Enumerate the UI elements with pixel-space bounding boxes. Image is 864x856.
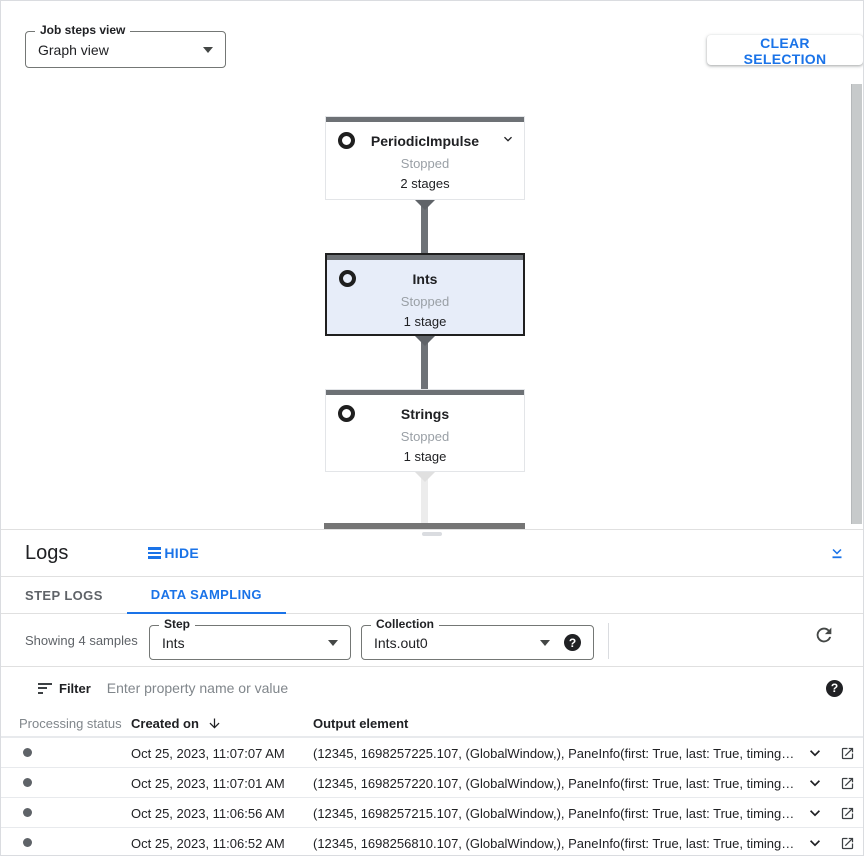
chevron-down-icon [328, 639, 338, 646]
node-title: PeriodicImpulse [370, 133, 480, 149]
open-in-new-icon[interactable] [837, 803, 857, 823]
table-row: Oct 25, 2023, 11:06:52 AM (12345, 169825… [1, 827, 863, 855]
step-select-label: Step [159, 617, 196, 631]
job-steps-view-value: Graph view [38, 41, 109, 58]
output-element-cell: (12345, 1698256810.107, (GlobalWindow,),… [313, 836, 795, 851]
record-icon [338, 405, 355, 422]
expand-row-icon[interactable] [803, 771, 827, 795]
graph-scrollbar[interactable] [851, 84, 862, 524]
expand-row-icon[interactable] [803, 741, 827, 765]
processing-status-dot-icon [23, 808, 32, 817]
chevron-down-icon[interactable] [500, 131, 516, 152]
node-title: Strings [400, 406, 450, 422]
table-row: Oct 25, 2023, 11:07:01 AM (12345, 169825… [1, 767, 863, 797]
panel-drag-handle[interactable] [422, 532, 442, 536]
showing-samples-text: Showing 4 samples [25, 633, 138, 648]
graph-node-ints[interactable]: Ints Stopped 1 stage [325, 253, 525, 336]
node-topbar [327, 255, 523, 260]
output-element-cell: (12345, 1698257220.107, (GlobalWindow,),… [313, 776, 795, 791]
logs-panel: Logs HIDE STEP LOGS DATA SAMPLING Showin… [1, 529, 863, 855]
filter-icon [38, 682, 52, 694]
sort-descending-icon[interactable] [207, 716, 222, 731]
output-element-cell: (12345, 1698257225.107, (GlobalWindow,),… [313, 746, 795, 761]
created-on-cell: Oct 25, 2023, 11:06:56 AM [131, 806, 285, 821]
filter-label: Filter [59, 680, 91, 696]
filter-input[interactable] [106, 680, 826, 696]
column-created-on[interactable]: Created on [131, 716, 222, 731]
edge-arrowhead-icon [415, 336, 435, 346]
node-topbar [326, 117, 524, 122]
node-status: Stopped [400, 429, 450, 444]
chevron-down-icon [203, 46, 213, 53]
output-element-cell: (12345, 1698257215.107, (GlobalWindow,),… [313, 806, 795, 821]
hide-logs-button[interactable]: HIDE [148, 545, 199, 561]
sampling-controls: Showing 4 samples Step Ints Collection I… [1, 615, 863, 667]
created-on-cell: Oct 25, 2023, 11:07:07 AM [131, 746, 285, 761]
graph-node-strings[interactable]: Strings Stopped 1 stage [325, 389, 525, 472]
job-steps-view-label: Job steps view [35, 23, 131, 37]
vertical-divider [608, 623, 609, 659]
chevron-down-icon [540, 639, 550, 646]
logs-tabs: STEP LOGS DATA SAMPLING [1, 577, 863, 614]
created-on-cell: Oct 25, 2023, 11:07:01 AM [131, 776, 285, 791]
logs-header: Logs HIDE [1, 530, 863, 577]
column-output-element: Output element [313, 716, 409, 731]
node-stages: 1 stage [403, 314, 447, 329]
processing-status-dot-icon [23, 778, 32, 787]
collapse-panel-button[interactable] [828, 544, 846, 562]
node-stages: 1 stage [403, 449, 447, 464]
processing-status-dot-icon [23, 838, 32, 847]
collection-select-value: Ints.out0 [374, 634, 428, 651]
record-icon [339, 270, 356, 287]
refresh-button[interactable] [812, 623, 836, 647]
expand-row-icon[interactable] [803, 831, 827, 855]
node-status: Stopped [400, 156, 450, 171]
table-row: Oct 25, 2023, 11:06:56 AM (12345, 169825… [1, 797, 863, 827]
processing-status-dot-icon [23, 748, 32, 757]
help-icon[interactable]: ? [826, 679, 843, 697]
created-on-cell: Oct 25, 2023, 11:06:52 AM [131, 836, 285, 851]
collection-select-label: Collection [371, 617, 440, 631]
open-in-new-icon[interactable] [837, 773, 857, 793]
graph-node-periodicimpulse[interactable]: PeriodicImpulse Stopped 2 stages [325, 116, 525, 200]
expand-row-icon[interactable] [803, 801, 827, 825]
edge-arrowhead-icon [415, 472, 435, 482]
record-icon [338, 132, 355, 149]
tab-data-sampling[interactable]: DATA SAMPLING [126, 577, 286, 614]
hide-lines-icon [148, 547, 162, 559]
filter-bar: Filter ? [1, 668, 863, 708]
refresh-icon [816, 627, 832, 643]
graph-node-partial [324, 523, 525, 529]
open-in-new-icon[interactable] [837, 743, 857, 763]
clear-selection-button[interactable]: CLEAR SELECTION [707, 35, 863, 67]
edge-strings-next [421, 470, 428, 524]
job-steps-view-select[interactable]: Job steps view Graph view [25, 23, 226, 68]
node-status: Stopped [400, 294, 450, 309]
step-select-value: Ints [162, 634, 185, 651]
node-title: Ints [412, 271, 438, 287]
logs-panel-title: Logs [25, 541, 69, 564]
edge-arrowhead-icon [415, 200, 435, 210]
node-topbar [326, 390, 524, 395]
node-stages: 2 stages [400, 176, 450, 191]
edge-ints-strings [421, 334, 428, 390]
hide-label: HIDE [164, 545, 200, 561]
step-select[interactable]: Step Ints [149, 617, 351, 660]
edge-periodicimpulse-ints [421, 198, 428, 254]
open-in-new-icon[interactable] [837, 833, 857, 853]
collection-select[interactable]: Collection Ints.out0 ? [361, 617, 594, 660]
table-header: Processing status Created on Output elem… [1, 708, 863, 737]
table-row: Oct 25, 2023, 11:07:07 AM (12345, 169825… [1, 737, 863, 767]
help-icon[interactable]: ? [564, 634, 581, 651]
collapse-chevron-icon [832, 548, 842, 559]
column-processing-status: Processing status [19, 716, 122, 731]
tab-step-logs[interactable]: STEP LOGS [1, 577, 127, 614]
